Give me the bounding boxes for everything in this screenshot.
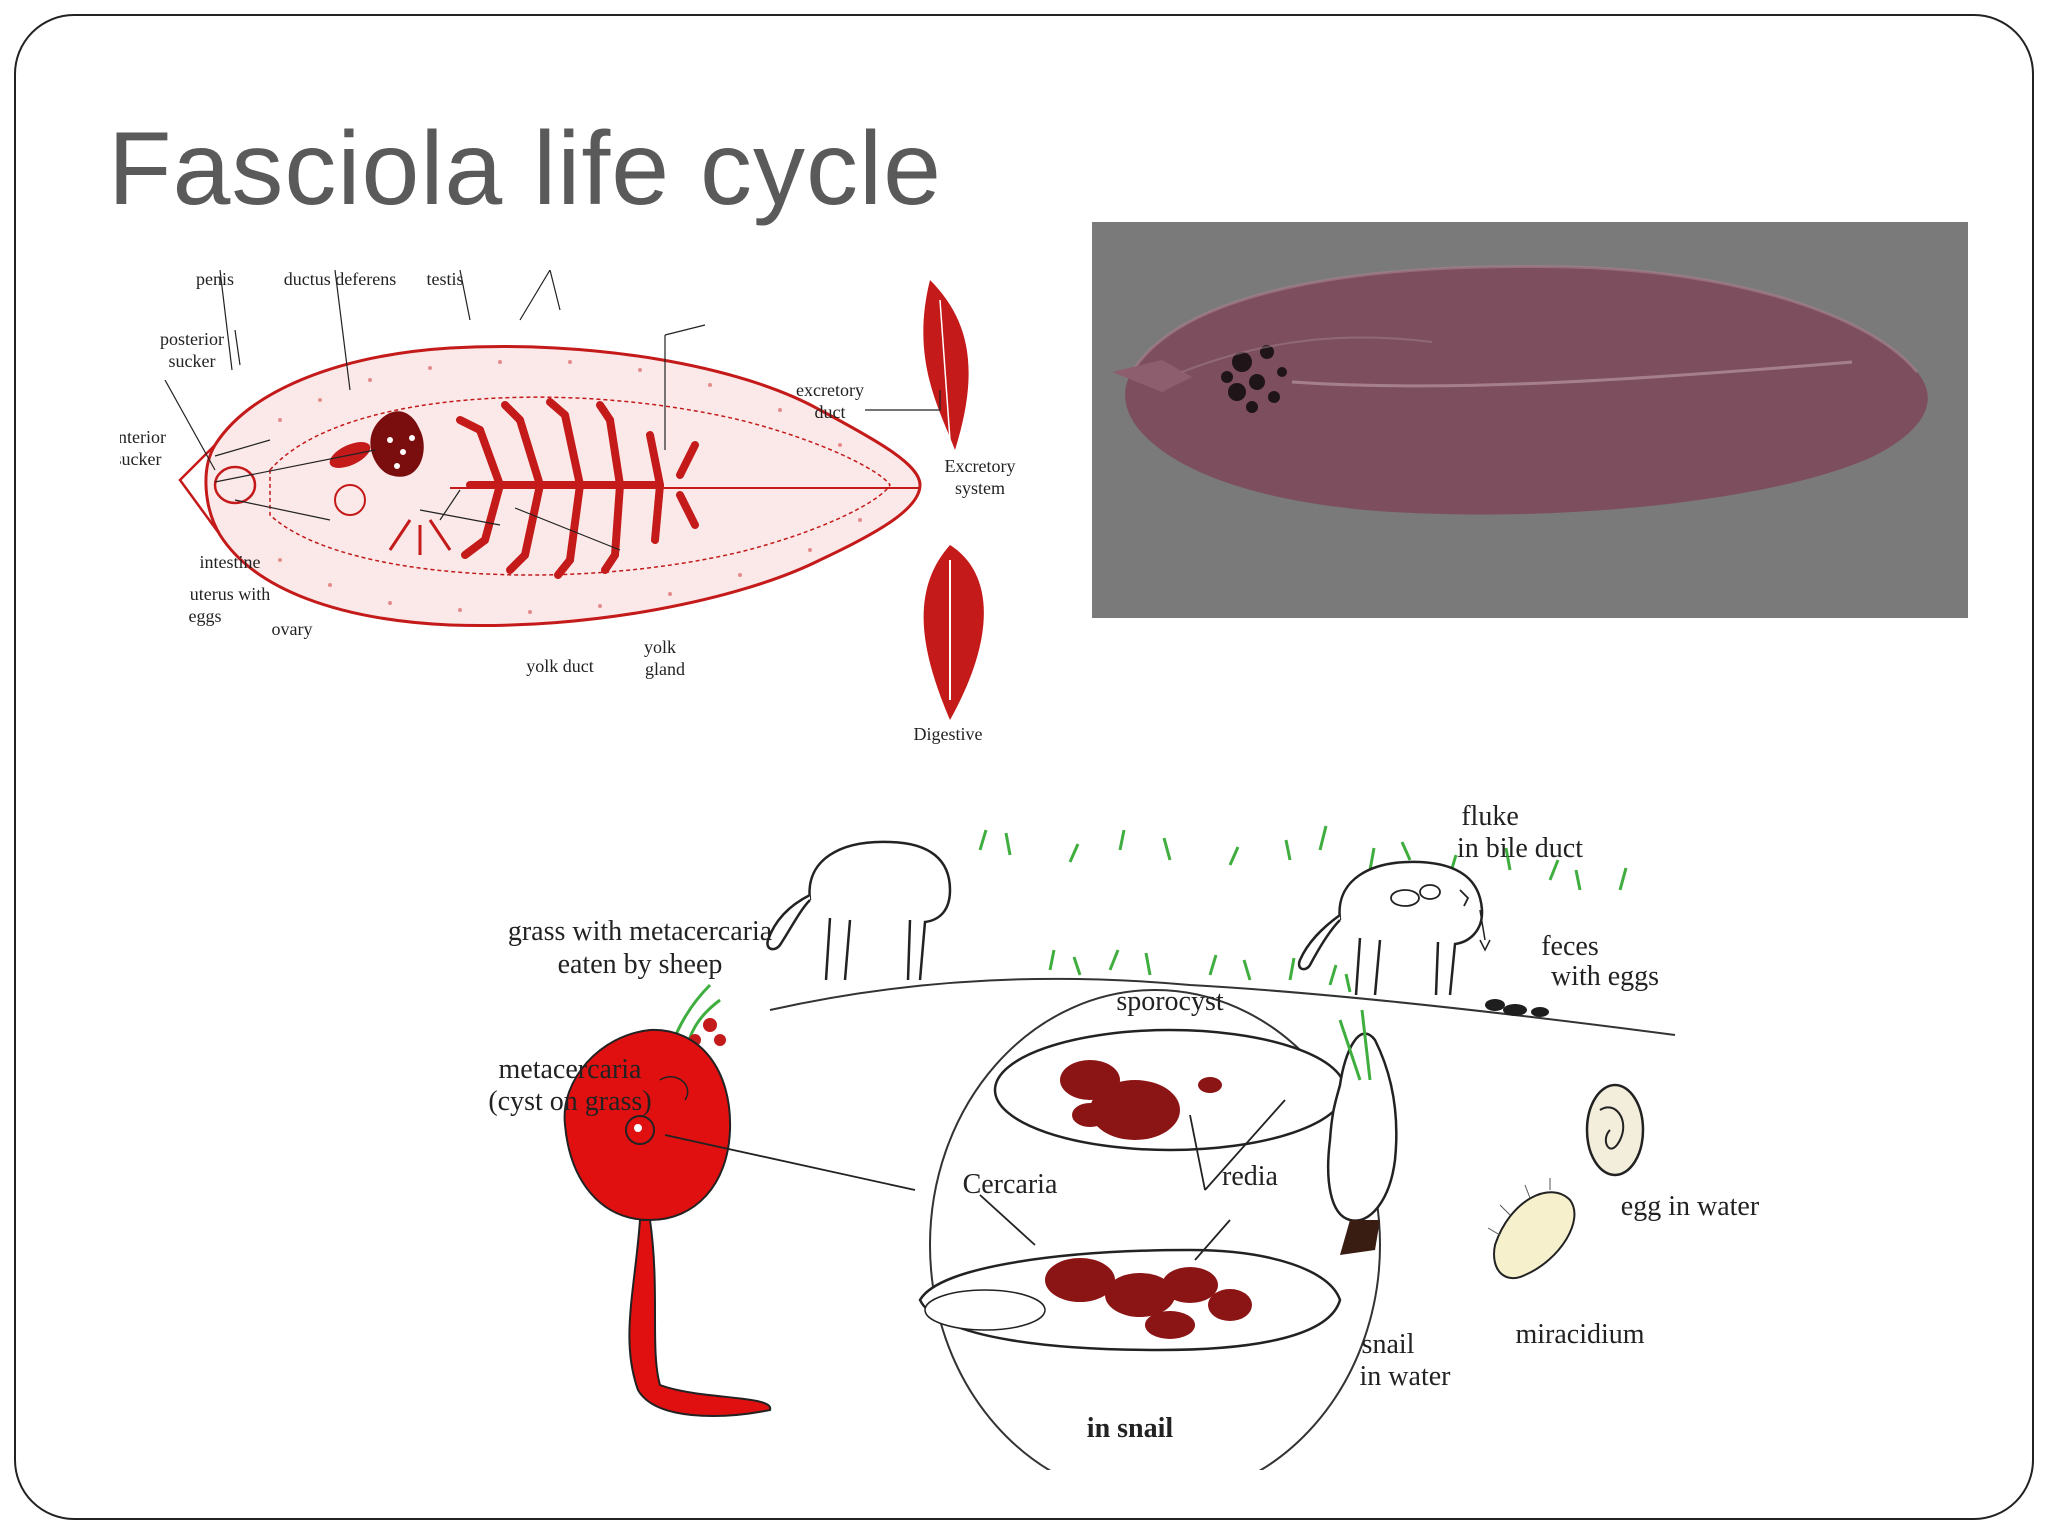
sheep-infected-icon: [1297, 860, 1484, 996]
label-yolk-gland-2: gland: [645, 659, 685, 679]
fasciola-specimen-photo: [1092, 222, 1968, 618]
in-snail-circle: [929, 989, 1381, 1470]
egg-icon: [1585, 1083, 1645, 1177]
sheep-grazing-icon: [766, 840, 952, 981]
label-in-snail: in snail: [1087, 1413, 1174, 1444]
label-feces-2: with eggs: [1551, 961, 1659, 992]
label-snail-2: in water: [1360, 1361, 1452, 1392]
label-excretory-system-2: system: [955, 478, 1005, 498]
label-posterior-sucker-1: posterior: [160, 329, 224, 349]
label-excretory-system-1: Excretory: [945, 456, 1016, 476]
label-feces-1: feces: [1541, 931, 1599, 962]
label-redia: redia: [1222, 1161, 1279, 1192]
label-cercaria: Cercaria: [963, 1169, 1058, 1200]
label-metacercaria-1: metacercaria: [499, 1054, 643, 1085]
fasciola-lifecycle-diagram: fluke in bile duct grass with metacercar…: [488, 801, 1760, 1470]
digestive-system-leaf: [923, 545, 984, 720]
label-ductus-deferens: ductus deferens: [284, 270, 396, 289]
label-sporocyst: sporocyst: [1116, 986, 1224, 1017]
label-excretory-duct-1: excretory: [796, 380, 864, 400]
label-posterior-sucker-2: sucker: [169, 351, 216, 371]
label-egg: egg in water: [1621, 1191, 1760, 1222]
label-excretory-duct-2: duct: [815, 402, 846, 422]
label-anterior-sucker-1: anterior: [120, 427, 166, 447]
label-penis: penis: [196, 270, 234, 289]
label-ovary: ovary: [272, 619, 313, 639]
label-yolk-gland-1: yolk: [644, 637, 676, 657]
label-digestive: Digestive: [914, 724, 983, 744]
label-yolk-duct: yolk duct: [526, 656, 594, 676]
label-grass-2: eaten by sheep: [558, 949, 723, 980]
label-miracidium: miracidium: [1515, 1319, 1644, 1350]
label-uterus-1: uterus with: [190, 584, 271, 604]
fluke-in-liver-icon: [1390, 884, 1470, 907]
miracidium-icon: [1487, 1178, 1576, 1280]
label-testis: testis: [426, 270, 463, 289]
label-fluke-2: in bile duct: [1457, 833, 1583, 864]
label-metacercaria-2: (cyst on grass): [488, 1086, 651, 1117]
slide-title: Fasciola life cycle: [108, 111, 942, 227]
label-anterior-sucker-2: sucker: [120, 449, 161, 469]
feces-icon: [1485, 999, 1549, 1017]
fasciola-anatomy-diagram: penis ductus deferens testis posterior s…: [120, 270, 1016, 744]
cercaria-icon: [563, 1028, 772, 1417]
snail-icon: [1326, 1009, 1398, 1255]
sporocyst-icon: [993, 1028, 1347, 1152]
label-intestine: intestine: [200, 552, 261, 572]
label-snail-1: snail: [1362, 1329, 1415, 1360]
label-uterus-2: eggs: [189, 606, 222, 626]
redia-icon: [918, 1248, 1342, 1352]
label-fluke-1: fluke: [1461, 801, 1519, 832]
excretory-system-leaf: [923, 280, 969, 450]
label-grass-1: grass with metacercaria: [508, 916, 773, 947]
